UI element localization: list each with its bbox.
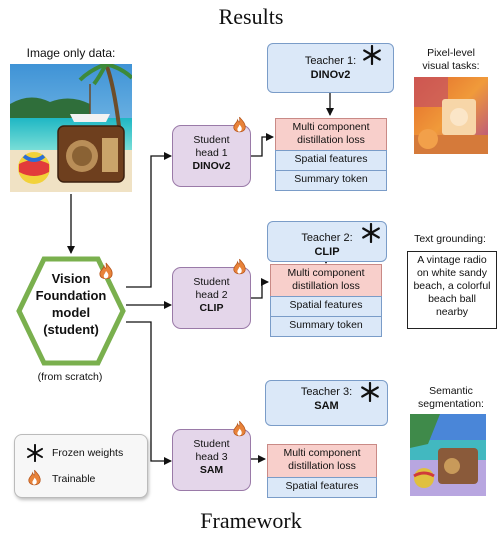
legend-trainable-label: Trainable — [52, 473, 96, 485]
spatial-features-1: Spatial features — [275, 150, 387, 171]
flame-icon — [233, 420, 246, 437]
flame-icon — [99, 262, 113, 280]
snowflake-icon — [363, 45, 381, 65]
teacher-3-box: Teacher 3: SAM — [265, 380, 388, 426]
framework-title: Framework — [200, 508, 302, 533]
foundation-model-hexagon — [16, 256, 126, 366]
spatial-features-3: Spatial features — [267, 477, 377, 498]
input-label: Image only data: — [26, 46, 116, 60]
flame-icon — [233, 116, 246, 133]
summary-token-1: Summary token — [275, 170, 387, 191]
snowflake-icon — [361, 382, 379, 402]
segmentation-image — [410, 414, 486, 496]
text-grounding-label: Text grounding: — [414, 233, 486, 245]
flame-icon — [28, 469, 41, 486]
pixel-feature-image — [414, 77, 488, 154]
flame-icon — [233, 258, 246, 275]
legend-frozen-label: Frozen weights — [52, 447, 124, 459]
snowflake-icon — [362, 223, 380, 243]
snowflake-icon — [26, 444, 44, 462]
teacher-2-box: Teacher 2: CLIP — [267, 221, 387, 262]
legend-box — [14, 434, 148, 498]
student-head-1: Student head 1 DINOv2 — [172, 125, 251, 187]
model-label: Vision Foundation model (student) — [35, 271, 107, 337]
input-image — [10, 64, 132, 192]
student-head-2: Student head 2 CLIP — [172, 267, 251, 329]
student-head-3: Student head 3 SAM — [172, 429, 251, 491]
summary-token-2: Summary token — [270, 316, 382, 337]
from-scratch-note: (from scratch) — [37, 371, 103, 383]
spatial-features-2: Spatial features — [270, 296, 382, 317]
results-title: Results — [218, 4, 284, 29]
